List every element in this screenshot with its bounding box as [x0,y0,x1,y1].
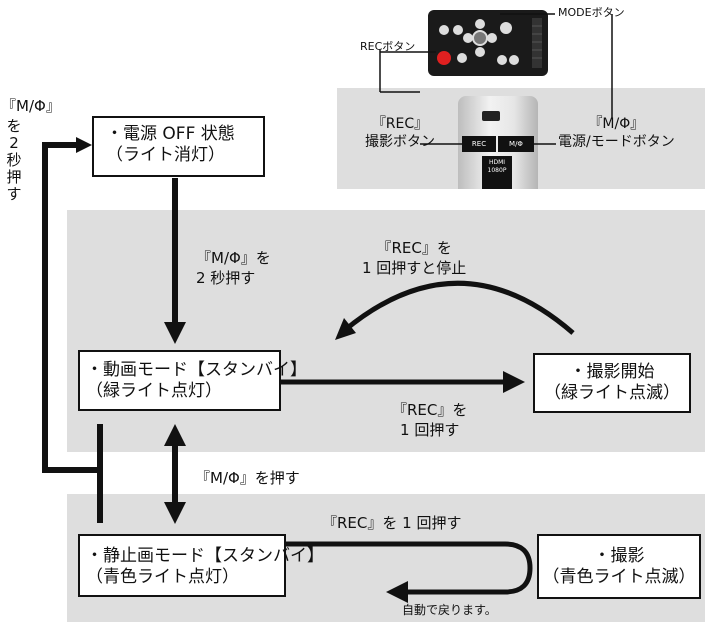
transition-off-to-video-line1: 『M/Φ』を [196,249,271,267]
hdmi-label: HDMI [488,159,506,166]
side-char: を [6,117,22,135]
mode-toggle-arrowhead-down [164,502,186,524]
side-char: 押 [6,168,22,186]
rec-photo-label-line2: 撮影ボタン [365,134,435,150]
transition-auto-return: 自動で戻ります。 [402,603,497,617]
transition-rec-stop-line1: 『REC』を [376,239,452,257]
state-video-standby-title: ・動画モード【スタンバイ】 [86,360,307,380]
rec-stop-arrowhead [335,318,356,340]
remote-control-photo [428,10,548,76]
camera-body-photo: REC M/Φ HDMI 1080P [458,96,538,189]
mode-button-label: MODEボタン [558,6,625,19]
transition-off-to-video: 『M/Φ』を 2 秒押す [196,248,271,288]
state-shooting: ・撮影 （青色ライト点滅） [537,534,701,599]
transition-off-to-video-line2: 2 秒押す [196,269,256,287]
rec-photo-label: 『REC』 撮影ボタン [365,115,435,151]
transition-rec-start-line1: 『REC』を [392,401,468,419]
state-shooting-title: ・撮影 [593,546,645,566]
m-photo-label-line1: 『M/Φ』 [588,116,645,132]
rec-button-label: RECボタン [360,40,416,53]
side-label-top: 『M/Φ』 [1,97,61,115]
still-rec-loop [284,541,533,595]
mode-toggle-arrowhead-up [164,424,186,446]
side-loop-line [42,142,103,523]
transition-rec-start-line2: 1 回押す [400,421,460,439]
state-power-off-subtitle: （ライト消灯） [106,145,225,165]
rec-stop-curve [343,280,575,335]
transition-rec-start: 『REC』を 1 回押す [392,400,467,440]
hdmi-1080p-label: 1080P [487,167,507,174]
camera-m-button: M/Φ [498,136,534,152]
transition-rec-stop-line2: 1 回押すと停止 [362,259,467,277]
side-char: す [6,185,22,203]
transition-rec-stop: 『REC』を 1 回押すと停止 [362,238,466,278]
side-label-vertical: を 2 秒 押 す [4,118,24,203]
still-rec-arrowhead [386,581,408,603]
transition-still-rec: 『REC』を 1 回押す [322,514,462,532]
state-video-standby-subtitle: （緑ライト点灯） [86,381,222,401]
m-photo-label: 『M/Φ』 電源/モードボタン [558,115,675,151]
camera-rec-button: REC [462,136,496,152]
side-loop-arrowhead [76,137,92,153]
state-power-off: ・電源 OFF 状態 （ライト消灯） [92,116,265,177]
state-power-off-title: ・電源 OFF 状態 [106,124,235,144]
m-photo-label-line2: 電源/モードボタン [558,134,675,150]
camera-slot [482,111,500,121]
state-recording: ・撮影開始 （緑ライト点滅） [533,353,691,413]
remote-buttons-icon [437,18,542,68]
side-char: 2 [9,134,19,152]
state-shooting-subtitle: （青色ライト点滅） [542,567,696,587]
transition-mode-toggle: 『M/Φ』を押す [195,469,300,487]
rec-photo-label-line1: 『REC』 [371,116,429,132]
state-recording-subtitle: （緑ライト点滅） [544,383,680,403]
state-recording-title: ・撮影開始 [569,362,655,382]
state-still-standby-title: ・静止画モード【スタンバイ】 [86,546,324,566]
side-char: 秒 [6,151,22,169]
rec-start-arrowhead [503,371,525,393]
state-video-standby: ・動画モード【スタンバイ】 （緑ライト点灯） [78,350,307,411]
state-still-standby-subtitle: （青色ライト点灯） [86,567,239,587]
camera-hdmi-port: HDMI 1080P [482,156,512,189]
off-to-video-arrowhead [164,322,186,344]
state-still-standby: ・静止画モード【スタンバイ】 （青色ライト点灯） [78,534,324,597]
